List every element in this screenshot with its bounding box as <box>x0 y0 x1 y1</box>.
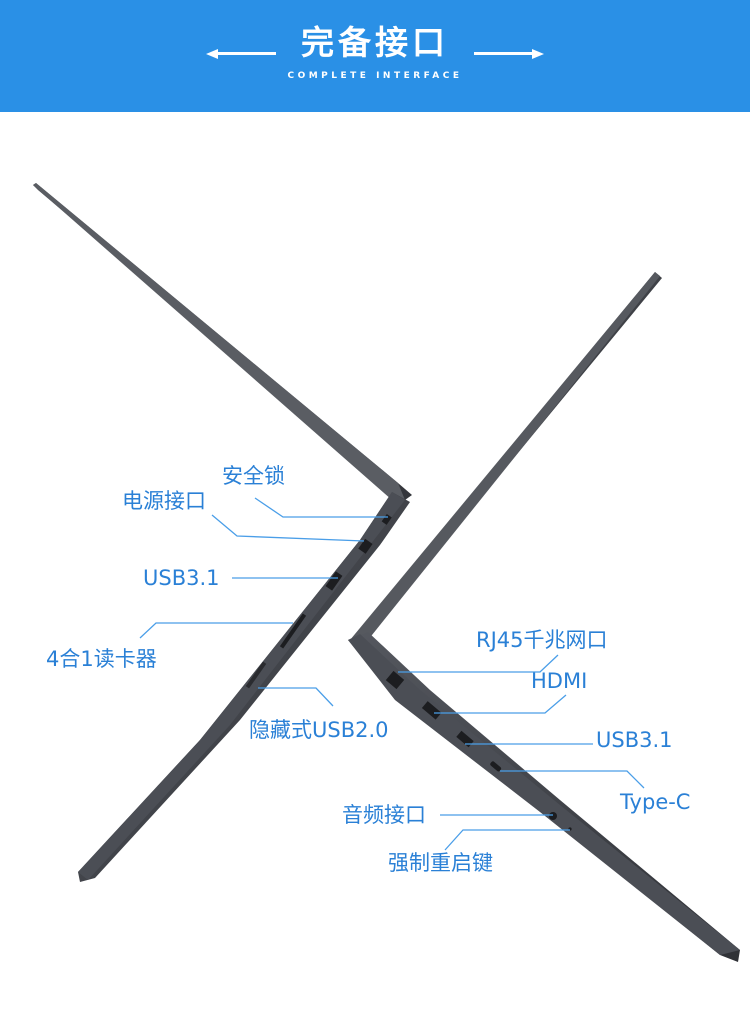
right-laptop <box>348 272 740 962</box>
left-laptop <box>33 183 412 882</box>
right-laptop-lid-edge <box>350 272 660 648</box>
security-lock-slot <box>381 514 392 525</box>
usb31-left-label: USB3.1 <box>143 566 220 590</box>
reset-callout <box>444 829 570 851</box>
power-port-label: 电源接口 <box>122 489 206 513</box>
security-lock-callout <box>254 497 388 518</box>
rj45-label: RJ45千兆网口 <box>476 628 608 652</box>
left-laptop-lid-edge <box>33 183 405 500</box>
left-rule-decoration <box>218 52 276 55</box>
right-callouts <box>398 654 645 851</box>
power-port-slot <box>358 538 373 554</box>
audio-jack <box>549 812 557 820</box>
rj45-callout <box>398 654 559 673</box>
hdmi-callout <box>434 694 567 714</box>
left-laptop-base-top <box>78 492 405 880</box>
usb31-left-slot <box>325 571 343 591</box>
card-reader-slot <box>279 613 307 649</box>
card-reader-callout <box>139 622 293 639</box>
page-title: 完备接口 <box>301 23 449 62</box>
right-rule-decoration <box>474 52 532 55</box>
left-callouts <box>139 497 388 707</box>
type-c-label: Type-C <box>620 790 691 814</box>
right-arrow-decoration <box>532 49 544 59</box>
card-reader-label: 4合1读卡器 <box>46 647 157 671</box>
hdmi-slot <box>421 701 442 720</box>
rj45-slot <box>385 670 405 690</box>
type-c-slot <box>490 761 502 772</box>
reset-label: 强制重启键 <box>388 851 493 875</box>
usb31-right-slot <box>456 730 474 748</box>
hidden-usb20-label: 隐藏式USB2.0 <box>249 718 389 742</box>
right-laptop-base-top <box>348 634 740 955</box>
type-c-callout <box>500 770 645 789</box>
header-banner: 完备接口 COMPLETE INTERFACE <box>0 0 750 112</box>
hdmi-label: HDMI <box>531 669 588 693</box>
usb31-right-label: USB3.1 <box>596 728 673 752</box>
security-lock-label: 安全锁 <box>222 464 285 488</box>
hidden-usb20-cover <box>245 661 267 689</box>
left-arrow-decoration <box>206 49 218 59</box>
page-subtitle: COMPLETE INTERFACE <box>287 71 463 81</box>
hidden-usb20-callout <box>258 687 334 707</box>
power-port-callout <box>211 514 365 542</box>
audio-label: 音频接口 <box>342 803 426 827</box>
